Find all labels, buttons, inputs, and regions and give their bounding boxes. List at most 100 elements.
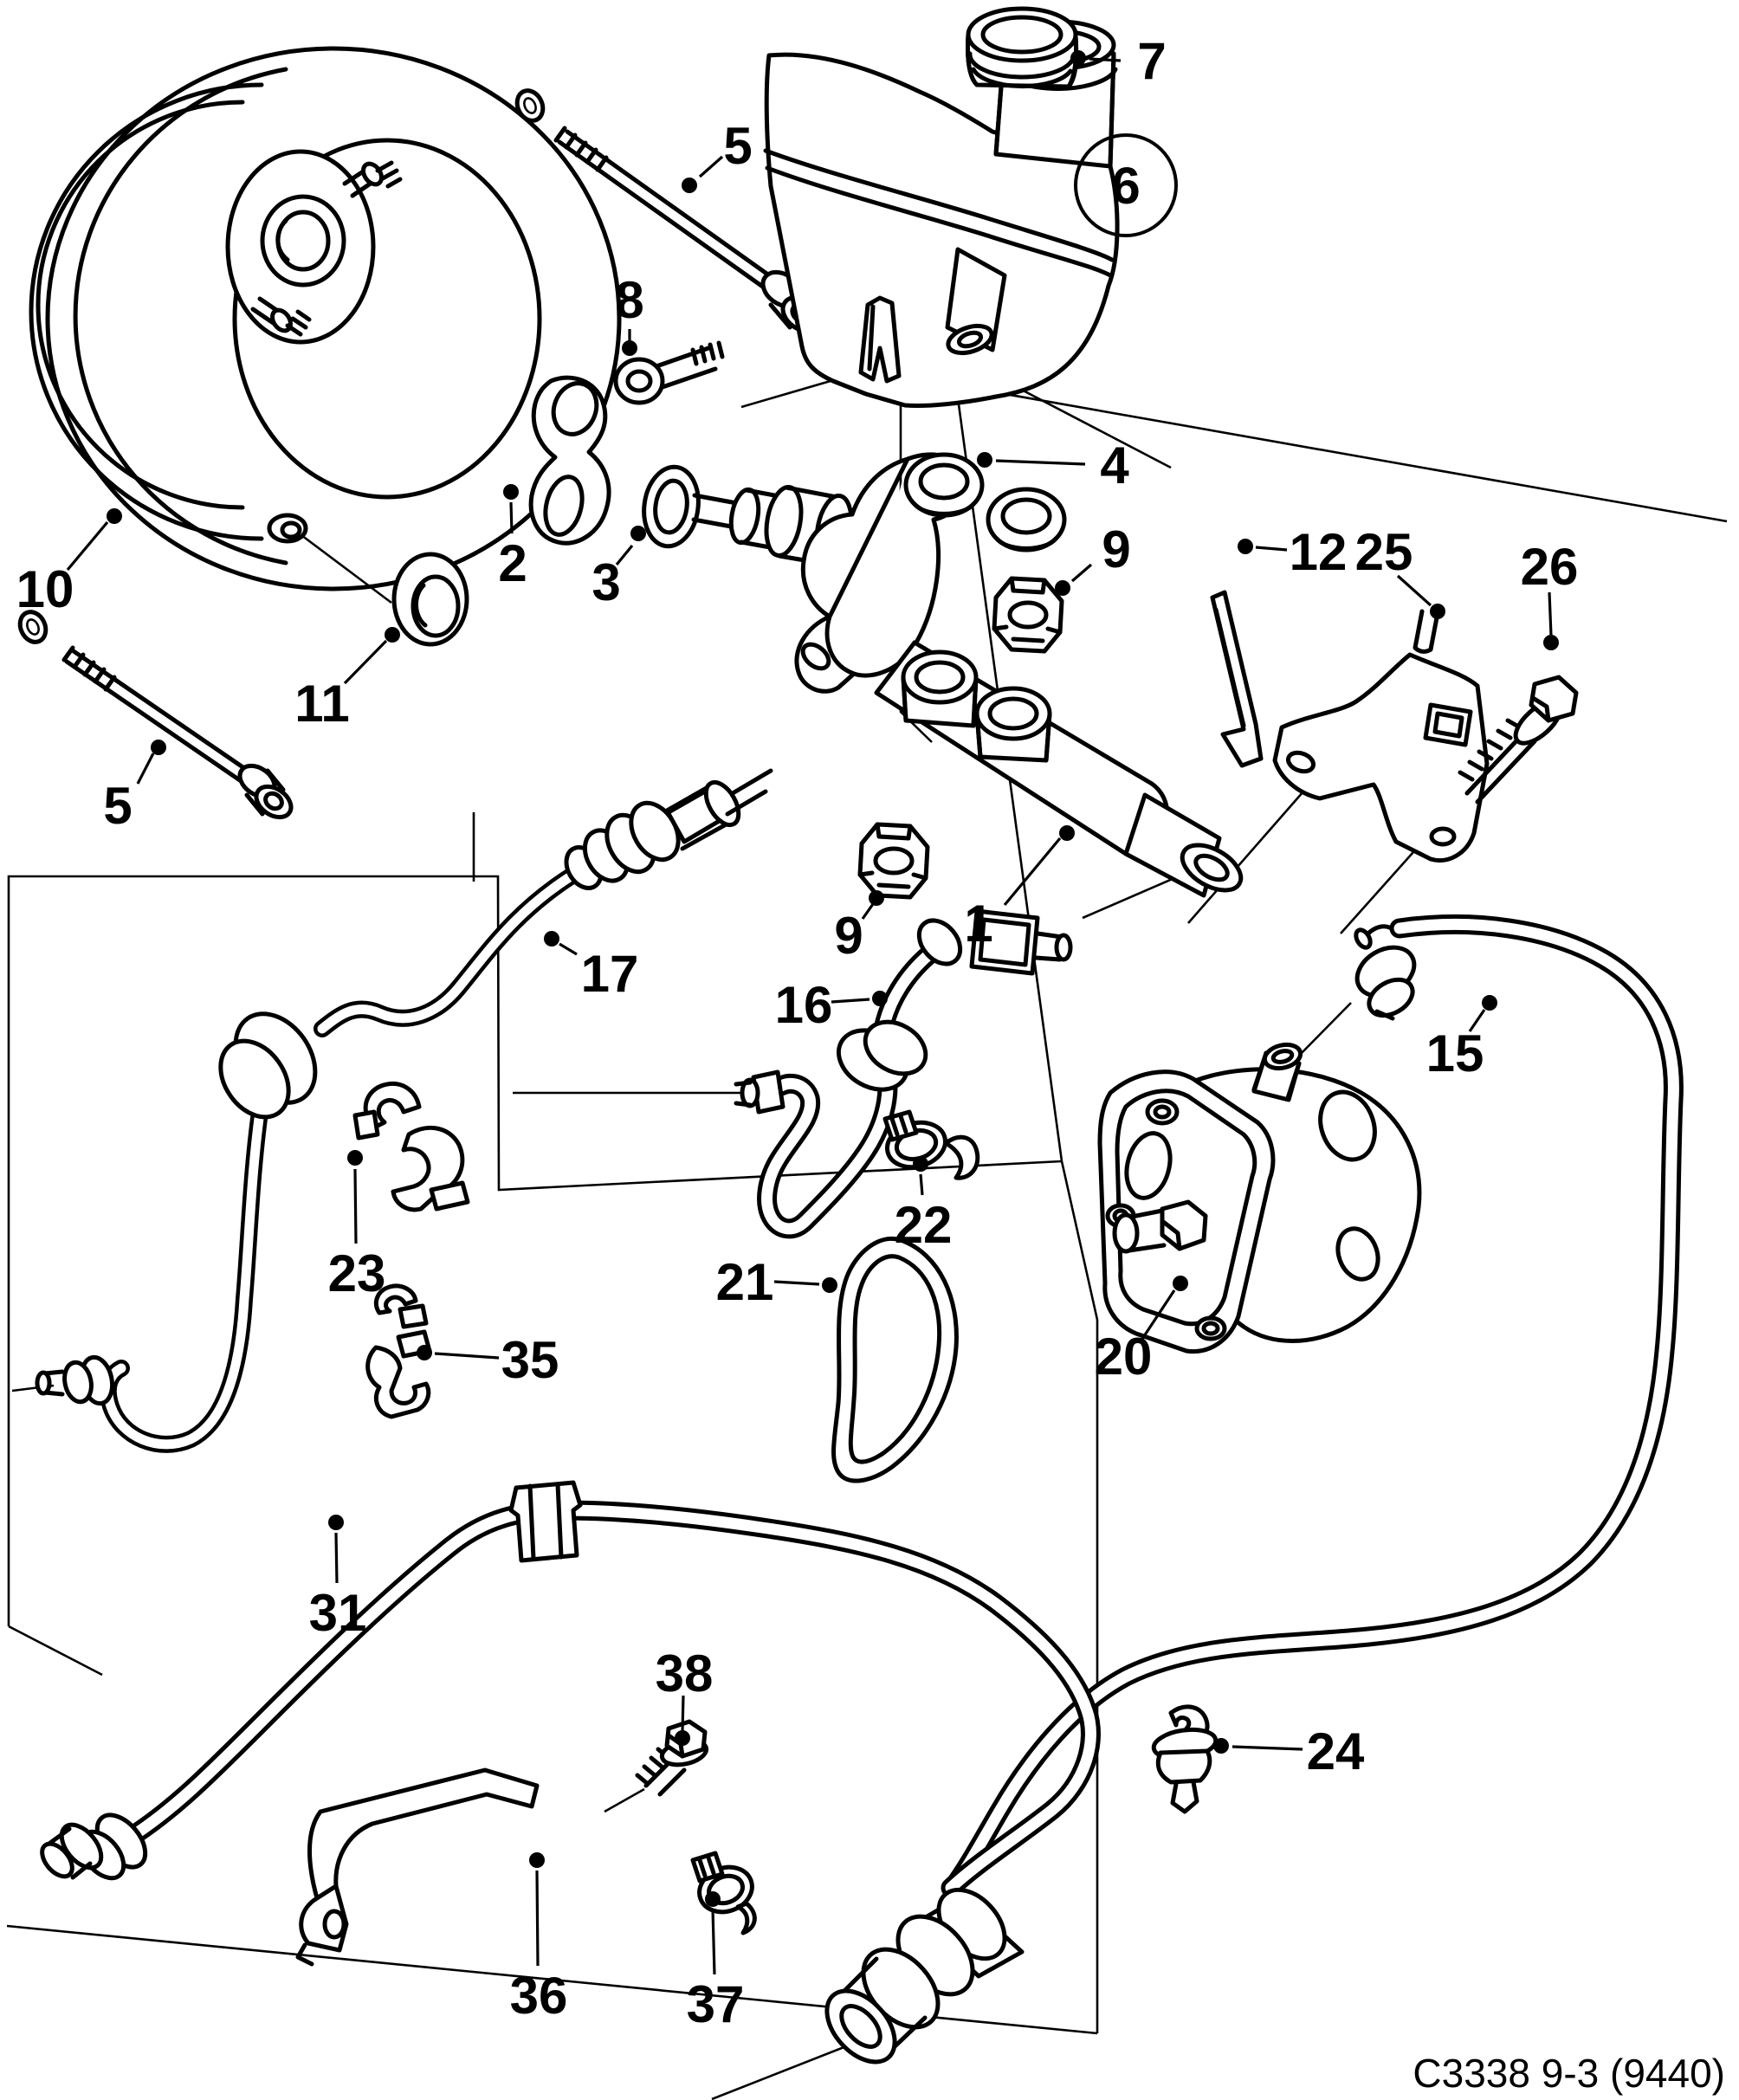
- mc-front-port: [1123, 792, 1244, 898]
- callout-label-37: 37: [687, 1975, 745, 2033]
- pipe-15: [942, 914, 1684, 1898]
- callout-dot-38: [675, 1730, 690, 1746]
- callout-dot-26: [1543, 635, 1559, 650]
- bolt-long-lower: [61, 645, 294, 820]
- callout-leader-9: [1070, 563, 1093, 583]
- push-clip: [1151, 1704, 1219, 1814]
- mc-port-boss: [974, 686, 1052, 763]
- booster-grommet: [391, 552, 469, 647]
- mc-port-boss: [901, 649, 979, 728]
- callout-leader-9: [861, 903, 875, 920]
- pipe-grommet: [836, 1019, 928, 1092]
- callout-leader-4: [995, 459, 1086, 466]
- callout-dot-9: [1055, 580, 1070, 596]
- callout-label-20: 20: [1095, 1328, 1153, 1386]
- callout-dot-21: [822, 1277, 837, 1293]
- callout-leader-25: [1396, 574, 1432, 607]
- callout-leader-31: [334, 1532, 339, 1584]
- callout-leader-35: [434, 1352, 500, 1360]
- quick-connect-coupling: [824, 1887, 1025, 2064]
- callout-label-6: 6: [1111, 157, 1140, 215]
- o-ring: [17, 610, 48, 644]
- callout-dot-1: [1059, 825, 1075, 841]
- bracket-pin: [1210, 590, 1264, 768]
- callout-label-35: 35: [501, 1331, 559, 1389]
- callout-dot-16: [872, 991, 888, 1006]
- callout-dot-15: [1482, 995, 1497, 1011]
- reservoir-mount-tab: [858, 295, 902, 384]
- pipe-bracket: [295, 1767, 540, 1967]
- callout-label-17: 17: [581, 945, 639, 1003]
- callout-label-7: 7: [1137, 32, 1166, 90]
- callout-dot-37: [705, 1891, 721, 1907]
- callout-dot-3: [630, 526, 646, 541]
- callout-label-3: 3: [592, 553, 620, 611]
- reservoir-seal: [986, 487, 1067, 552]
- callout-leader-16: [831, 998, 870, 1004]
- callout-label-16: 16: [775, 976, 833, 1034]
- callout-label-22: 22: [895, 1196, 953, 1254]
- callout-dot-24: [1213, 1738, 1229, 1754]
- callout-dot-36: [529, 1852, 545, 1868]
- callout-dot-2: [503, 484, 519, 500]
- callout-label-36: 36: [510, 1967, 568, 2025]
- callout-label-2: 2: [498, 534, 527, 592]
- fluid-reservoir: [763, 6, 1120, 409]
- callout-dot-31: [328, 1515, 344, 1530]
- callout-label-5: 5: [103, 777, 132, 835]
- hex-nut: [992, 576, 1064, 654]
- callout-leader-20: [1141, 1289, 1176, 1340]
- callout-dot-5: [151, 740, 166, 755]
- coupling-bellows: [564, 768, 773, 890]
- pipe31-barrel-grommet: [508, 1480, 583, 1563]
- hose-end-fitting: [35, 1354, 115, 1406]
- callout-dot-23: [347, 1150, 363, 1166]
- callout-leader-17: [559, 942, 578, 956]
- callout-label-31: 31: [309, 1584, 367, 1642]
- callout-leader-5: [136, 753, 155, 785]
- hose-grommet: [218, 1011, 318, 1120]
- pipe-16: [734, 908, 1073, 1239]
- master-cylinder: [794, 452, 1244, 898]
- callout-dot-5: [682, 178, 697, 193]
- callout-dot-35: [417, 1345, 432, 1360]
- callout-dot-20: [1173, 1276, 1188, 1291]
- pipe-clip-pair: [352, 1082, 470, 1212]
- flange-bolt: [1458, 675, 1579, 804]
- callout-dot-25: [1430, 604, 1445, 619]
- callout-leader-36: [535, 1870, 540, 1967]
- booster-stud: [342, 160, 403, 198]
- gasket-plate: [528, 375, 611, 546]
- pipe-elbow-fitting: [734, 1069, 785, 1115]
- callout-label-8: 8: [615, 271, 643, 329]
- pipe-clip-pair: [365, 1283, 432, 1419]
- callout-leader-2: [509, 501, 514, 534]
- callout-dot-11: [385, 627, 400, 643]
- callout-leader-7: [1089, 57, 1122, 62]
- callout-label-15: 15: [1426, 1024, 1484, 1082]
- callout-label-12: 12: [1290, 523, 1348, 581]
- figure-code: C3338 9-3 (9440): [1413, 2051, 1725, 2096]
- small-clamp: [690, 1851, 757, 1935]
- callout-leader-15: [1468, 1009, 1486, 1032]
- reservoir-seal: [903, 452, 985, 518]
- callout-label-24: 24: [1307, 1722, 1365, 1780]
- callout-leader-11: [343, 639, 388, 685]
- callout-leader-21: [773, 1280, 820, 1286]
- callout-leader-22: [919, 1173, 924, 1196]
- callout-label-23: 23: [328, 1244, 386, 1302]
- callout-label-38: 38: [656, 1644, 714, 1703]
- callout-dot-7: [1070, 50, 1086, 66]
- callout-dot-12: [1238, 539, 1253, 554]
- reservoir-outlet: [945, 247, 1007, 356]
- callout-dot-17: [544, 931, 559, 947]
- callout-dot-22: [913, 1156, 928, 1172]
- callout-dot-4: [977, 452, 992, 468]
- callout-leader-37: [711, 1909, 716, 1975]
- bracket-bolt: [604, 1719, 709, 1813]
- callout-leader-1: [1003, 837, 1062, 907]
- o-ring: [514, 88, 546, 123]
